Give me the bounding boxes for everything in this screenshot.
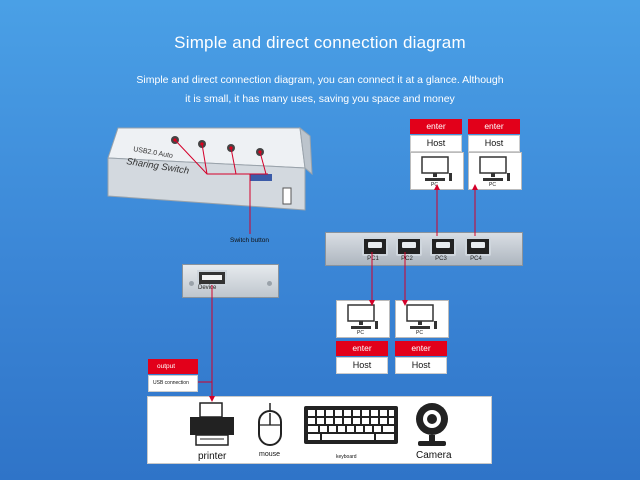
- port-panel: PC1 PC2 PC3 PC4: [325, 232, 523, 266]
- mouse-icon: [258, 403, 282, 446]
- enter-tag: enter: [468, 119, 520, 134]
- port-label-pc2: PC2: [401, 256, 413, 262]
- keyboard-label: keyboard: [336, 454, 357, 460]
- usb-b-port-pc2: [396, 237, 422, 256]
- keyboard-icon: [304, 406, 398, 444]
- host-name: Host: [336, 357, 388, 374]
- pc-box-pc4: PC: [468, 152, 522, 190]
- host-name: Host: [468, 135, 520, 152]
- usb-b-port-pc4: [465, 237, 491, 256]
- printer-label: printer: [198, 451, 227, 462]
- subtitle-line-2: it is small, it has many uses, saving yo…: [185, 93, 455, 105]
- pc-box-pc2: PC: [395, 300, 449, 338]
- page-title: Simple and direct connection diagram: [174, 33, 466, 52]
- pc-label: PC: [357, 330, 364, 336]
- webcam-icon: [416, 403, 448, 446]
- output-tag: output: [148, 359, 198, 374]
- host-card-pc3: enter Host: [410, 119, 462, 152]
- pc-box-pc1: PC: [336, 300, 390, 338]
- computer-icon: [421, 156, 452, 181]
- port-label-pc1: PC1: [367, 256, 379, 262]
- switch-illustration: USB2.0 Auto Sharing Switch: [107, 126, 313, 211]
- pc-label: PC: [416, 330, 423, 336]
- usb-b-port-pc3: [430, 237, 456, 256]
- camera-label: Camera: [416, 450, 452, 461]
- host-card-pc1: enter Host: [336, 341, 388, 374]
- host-card-pc4: enter Host: [468, 119, 520, 152]
- port-label-pc4: PC4: [470, 256, 482, 262]
- pc-box-pc3: PC: [410, 152, 464, 190]
- subtitle-line-1: Simple and direct connection diagram, yo…: [136, 74, 504, 86]
- output-description: USB connection: [148, 375, 198, 392]
- peripherals-panel: printer mouse keyboard Camera: [147, 396, 492, 464]
- computer-icon: [479, 156, 510, 181]
- enter-tag: enter: [410, 119, 462, 134]
- enter-tag: enter: [336, 341, 388, 356]
- usb-sharing-switch: USB2.0 Auto Sharing Switch: [100, 118, 320, 218]
- enter-tag: enter: [395, 341, 447, 356]
- device-port-label: Device: [198, 285, 217, 291]
- computer-icon: [347, 304, 378, 329]
- host-name: Host: [410, 135, 462, 152]
- switch-button-label: Switch button: [230, 237, 270, 244]
- pc-label: PC: [431, 182, 438, 188]
- device-port-panel: Device: [182, 264, 279, 298]
- computer-icon: [406, 304, 437, 329]
- usb-b-port-pc1: [362, 237, 388, 256]
- host-card-pc2: enter Host: [395, 341, 447, 374]
- pc-label: PC: [489, 182, 496, 188]
- mouse-label: mouse: [259, 451, 281, 458]
- host-name: Host: [395, 357, 447, 374]
- screw: [267, 281, 272, 286]
- screw: [189, 281, 194, 286]
- usb-a-device-port: [197, 270, 227, 286]
- printer-icon: [190, 402, 234, 446]
- output-card: output USB connection: [148, 359, 198, 392]
- port-label-pc3: PC3: [435, 256, 447, 262]
